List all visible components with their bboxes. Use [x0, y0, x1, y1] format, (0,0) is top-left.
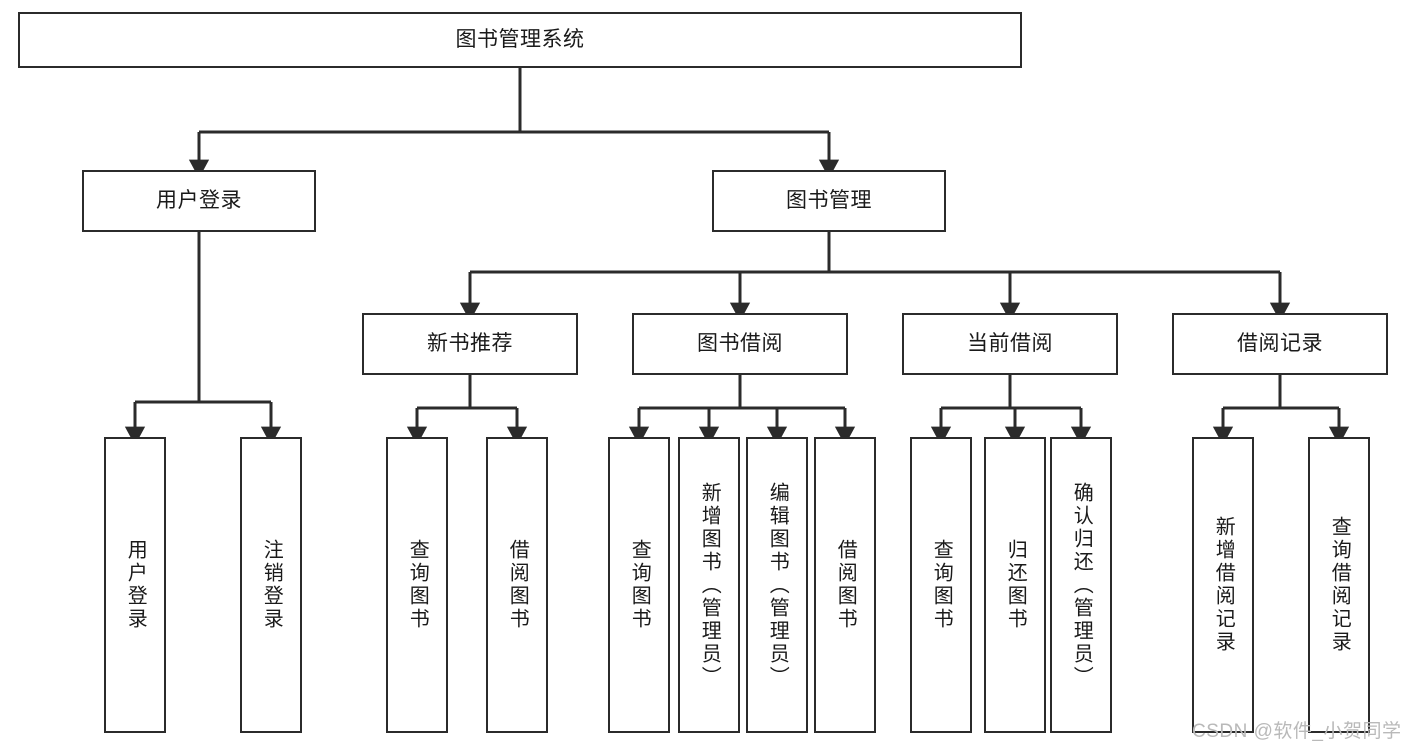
- node-label: 图书借阅: [697, 332, 783, 356]
- node-label: 查询图书: [930, 539, 953, 631]
- node-label: 新增借阅记录: [1212, 516, 1235, 654]
- node-newbooks[interactable]: 新书推荐: [362, 313, 578, 375]
- node-label: 借阅记录: [1237, 332, 1323, 356]
- node-leaf-new-borrow[interactable]: 借阅图书: [486, 437, 548, 733]
- node-label: 查询图书: [406, 539, 429, 631]
- node-borrow[interactable]: 图书借阅: [632, 313, 848, 375]
- node-label: 归还图书: [1004, 539, 1027, 631]
- node-leaf-rec-query[interactable]: 查询借阅记录: [1308, 437, 1370, 733]
- node-label: 查询借阅记录: [1328, 516, 1351, 654]
- node-label: 编辑图书（管理员）: [766, 481, 789, 689]
- node-bookmgmt[interactable]: 图书管理: [712, 170, 946, 232]
- node-label: 新书推荐: [427, 332, 513, 356]
- node-records[interactable]: 借阅记录: [1172, 313, 1388, 375]
- node-leaf-bq-query[interactable]: 查询图书: [608, 437, 670, 733]
- node-current[interactable]: 当前借阅: [902, 313, 1118, 375]
- node-leaf-cur-return[interactable]: 归还图书: [984, 437, 1046, 733]
- node-leaf-new-query[interactable]: 查询图书: [386, 437, 448, 733]
- node-leaf-user-logout[interactable]: 注销登录: [240, 437, 302, 733]
- node-leaf-bq-edit[interactable]: 编辑图书（管理员）: [746, 437, 808, 733]
- node-label: 确认归还（管理员）: [1070, 481, 1093, 689]
- node-leaf-cur-query[interactable]: 查询图书: [910, 437, 972, 733]
- node-label: 图书管理系统: [455, 28, 585, 52]
- node-leaf-bq-add[interactable]: 新增图书（管理员）: [678, 437, 740, 733]
- node-leaf-cur-confirm[interactable]: 确认归还（管理员）: [1050, 437, 1112, 733]
- node-login[interactable]: 用户登录: [82, 170, 316, 232]
- node-label: 借阅图书: [506, 539, 529, 631]
- node-label: 用户登录: [156, 189, 242, 213]
- edge-paths: [124, 68, 1350, 446]
- node-label: 当前借阅: [967, 332, 1053, 356]
- node-label: 新增图书（管理员）: [698, 481, 721, 689]
- node-root[interactable]: 图书管理系统: [18, 12, 1022, 68]
- node-label: 图书管理: [786, 189, 872, 213]
- node-leaf-user-login[interactable]: 用户登录: [104, 437, 166, 733]
- node-label: 查询图书: [628, 539, 651, 631]
- node-leaf-bq-borrow[interactable]: 借阅图书: [814, 437, 876, 733]
- watermark-credit: CSDN @软件_小贺同学: [1192, 721, 1402, 742]
- node-label: 注销登录: [260, 539, 283, 631]
- node-label: 借阅图书: [834, 539, 857, 631]
- node-label: 用户登录: [124, 539, 147, 631]
- node-leaf-rec-add[interactable]: 新增借阅记录: [1192, 437, 1254, 733]
